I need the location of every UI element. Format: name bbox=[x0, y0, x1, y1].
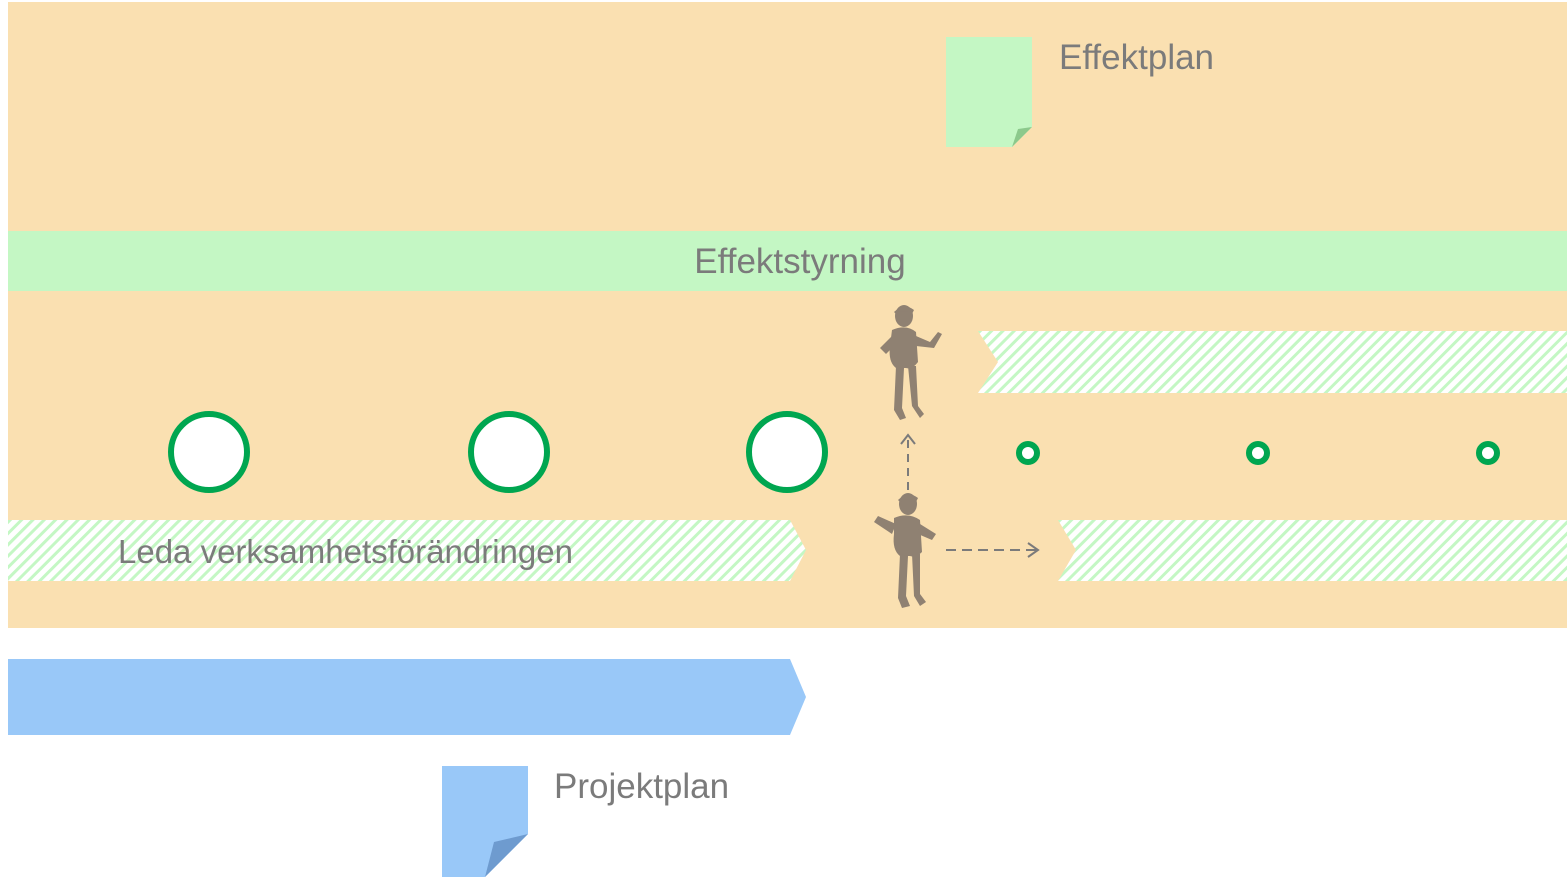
projektplan-document-icon bbox=[442, 766, 528, 877]
person-figure-icon bbox=[880, 305, 942, 420]
effektstyrning-label: Effektstyrning bbox=[694, 241, 906, 281]
leda-verksamhetsforandringen-arrow bbox=[8, 520, 806, 581]
milestone-dot-3 bbox=[1476, 441, 1500, 465]
dashed-arrow-up bbox=[900, 433, 916, 490]
leda-label: Leda verksamhetsförändringen bbox=[118, 533, 573, 570]
projekt-arrow bbox=[8, 659, 806, 735]
future-change-arrow-upper bbox=[978, 331, 1567, 393]
dashed-arrow-right bbox=[946, 542, 1040, 558]
effektstyrning-band: Effektstyrning bbox=[8, 231, 1567, 291]
milestone-dot-2 bbox=[1246, 441, 1270, 465]
milestone-circle-3 bbox=[746, 411, 828, 493]
milestone-circle-1 bbox=[168, 411, 250, 493]
milestone-circle-2 bbox=[468, 411, 550, 493]
person-figure-icon bbox=[874, 493, 936, 608]
effektplan-label: Effektplan bbox=[1059, 38, 1215, 77]
projektplan-label: Projektplan bbox=[554, 767, 730, 806]
milestone-dot-1 bbox=[1016, 441, 1040, 465]
future-change-arrow-lower bbox=[1058, 520, 1567, 581]
effektplan-document-icon bbox=[946, 37, 1032, 147]
